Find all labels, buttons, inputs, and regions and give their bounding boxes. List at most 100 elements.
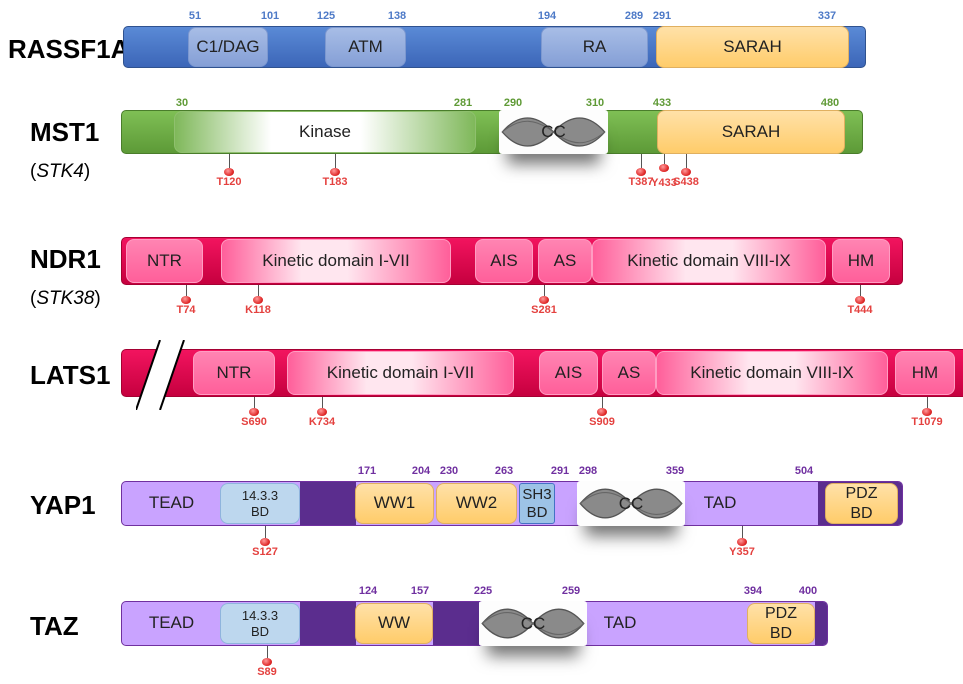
position-label: 101	[260, 10, 280, 22]
mst1-kinase-domain: Kinase	[174, 111, 476, 153]
rassf1a-c1dag-domain: C1/DAG	[188, 27, 268, 67]
taz-ww-domain: WW	[355, 603, 433, 644]
position-label: 291	[652, 10, 672, 22]
lats1-ais-domain: AIS	[539, 351, 598, 395]
rassf1a-atm-domain: ATM	[325, 27, 406, 67]
phospho-site-icon	[855, 296, 865, 304]
rassf1a-sarah-domain: SARAH	[656, 26, 849, 68]
protein-name-ndr1: NDR1	[30, 244, 101, 274]
position-label: 225	[473, 585, 493, 597]
yap1-ww1-domain: WW1	[355, 483, 434, 524]
phospho-site-icon	[681, 168, 691, 176]
protein-name-lats1: LATS1	[30, 360, 111, 390]
phospho-site-icon	[659, 164, 669, 172]
yap1-cc-label: CC	[618, 493, 644, 513]
position-label: 433	[652, 97, 672, 109]
position-label: 337	[817, 10, 837, 22]
phospho-site-icon	[737, 538, 747, 546]
position-label: 310	[585, 97, 605, 109]
lats1-ntr-domain: NTR	[193, 351, 275, 395]
position-label: 194	[537, 10, 557, 22]
ndr1-kinetic-domain-2: Kinetic domain VIII-IX	[592, 239, 826, 283]
phospho-site-icon	[539, 296, 549, 304]
position-label: 204	[411, 465, 431, 477]
position-label: 394	[743, 585, 763, 597]
phospho-site-icon	[181, 296, 191, 304]
yap1-tad-label: TAD	[703, 493, 737, 513]
coiled-coil-icon	[579, 488, 683, 519]
yap1-cc-domain: CC	[577, 481, 685, 526]
phospho-site: S89	[247, 646, 287, 678]
phospho-site: T387	[621, 154, 661, 188]
phospho-site-icon	[597, 408, 607, 416]
protein-name-yap1: YAP1	[30, 490, 96, 520]
position-label: 51	[188, 10, 202, 22]
phospho-site-icon	[262, 658, 272, 666]
position-label: 259	[561, 585, 581, 597]
phospho-site: K118	[238, 285, 278, 316]
lats1-kinetic-domain-1: Kinetic domain I-VII	[287, 351, 514, 395]
lats1-kinetic-domain-2: Kinetic domain VIII-IX	[656, 351, 888, 395]
ndr1-hm-domain: HM	[832, 239, 890, 283]
position-label: 30	[175, 97, 189, 109]
protein-name-rassf1a: RASSF1A	[8, 34, 130, 64]
position-label: 281	[453, 97, 473, 109]
phospho-site-icon	[253, 296, 263, 304]
phospho-site: T74	[166, 285, 206, 316]
coiled-coil-icon	[481, 608, 585, 639]
yap1-ww2-domain: WW2	[436, 483, 517, 524]
phospho-site: T1079	[907, 397, 947, 428]
mst1-sarah-domain: SARAH	[657, 110, 845, 154]
phospho-site-icon	[330, 168, 340, 176]
rassf1a-ra-domain: RA	[541, 27, 648, 67]
truncation-break-icon	[136, 340, 185, 410]
protein-name-taz: TAZ	[30, 611, 79, 641]
phospho-site: S281	[524, 285, 564, 316]
phospho-site: S909	[582, 397, 622, 428]
phospho-site: T444	[840, 285, 880, 316]
ndr1-kinetic-domain-1: Kinetic domain I-VII	[221, 239, 451, 283]
protein-alias-ndr1: (STK38)	[30, 288, 101, 309]
position-label: 359	[665, 465, 685, 477]
position-label: 400	[798, 585, 818, 597]
taz-tead-domain: TEAD	[123, 603, 220, 644]
position-label: 290	[503, 97, 523, 109]
position-label: 504	[794, 465, 814, 477]
lats1-hm-domain: HM	[895, 351, 955, 395]
phospho-site: S690	[234, 397, 274, 428]
taz-cc-domain: CC	[479, 601, 587, 646]
position-label: 125	[316, 10, 336, 22]
phospho-site: Y433	[644, 154, 684, 189]
phospho-site: T183	[315, 154, 355, 188]
phospho-site-icon	[224, 168, 234, 176]
coiled-coil-icon	[501, 117, 606, 147]
phospho-site: S127	[245, 526, 285, 558]
ndr1-ais-domain: AIS	[475, 239, 533, 283]
position-label: 289	[624, 10, 644, 22]
position-label: 263	[494, 465, 514, 477]
position-label: 230	[439, 465, 459, 477]
position-label: 124	[358, 585, 378, 597]
position-label: 298	[578, 465, 598, 477]
taz-dark-segment	[433, 602, 479, 645]
phospho-site-icon	[317, 408, 327, 416]
mst1-cc-domain: CC	[499, 110, 608, 154]
ndr1-as-domain: AS	[538, 239, 592, 283]
yap1-dark-segment	[300, 482, 356, 525]
position-label: 157	[410, 585, 430, 597]
protein-name-mst1: MST1	[30, 117, 100, 147]
ndr1-ntr-domain: NTR	[126, 239, 203, 283]
phospho-site-icon	[260, 538, 270, 546]
position-label: 138	[387, 10, 407, 22]
phospho-site-icon	[636, 168, 646, 176]
taz-dark-segment	[300, 602, 356, 645]
phospho-site: Y357	[722, 526, 762, 558]
position-label: 291	[550, 465, 570, 477]
position-label: 480	[820, 97, 840, 109]
phospho-site-icon	[922, 408, 932, 416]
